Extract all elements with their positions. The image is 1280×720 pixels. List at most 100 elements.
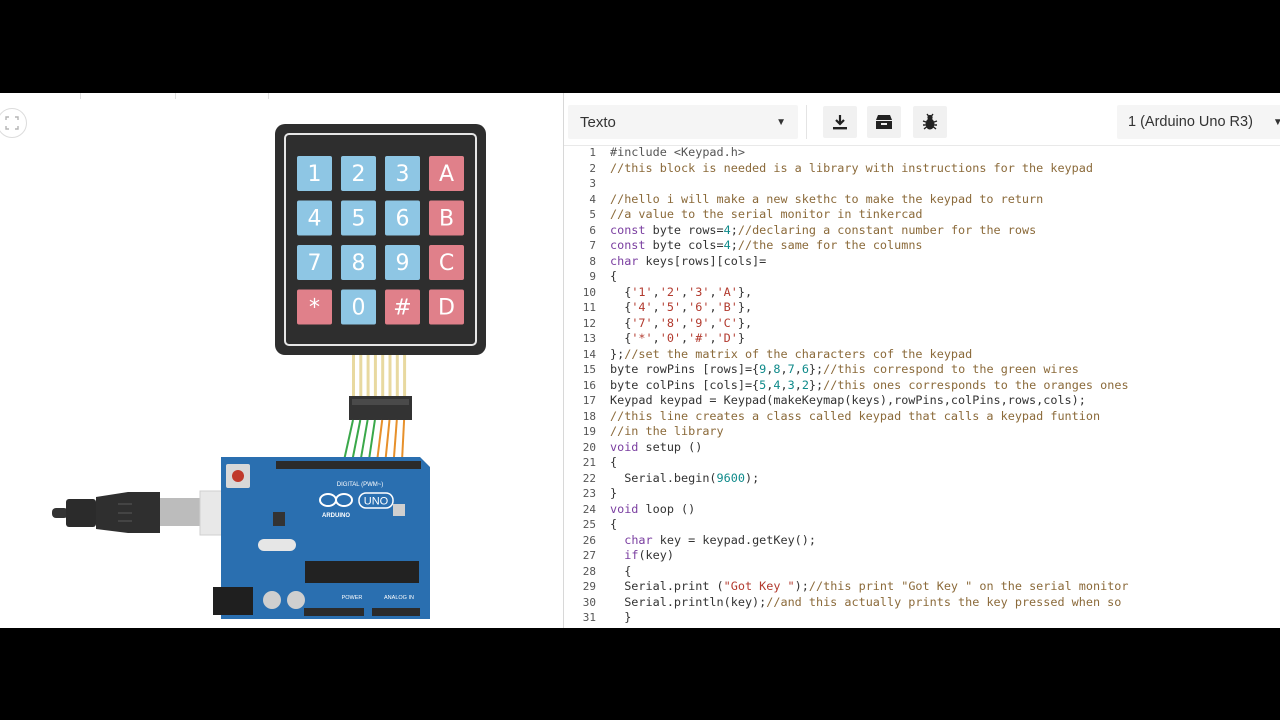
debugger-button[interactable] xyxy=(913,106,947,138)
code-text: byte rowPins [rows]={9,8,7,6};//this cor… xyxy=(610,362,1079,376)
line-number: 27 xyxy=(582,549,596,562)
fit-view-icon xyxy=(5,116,19,130)
code-line[interactable]: 13 {'*','0','#','D'} xyxy=(564,331,1280,347)
code-text: { xyxy=(610,455,618,469)
code-text: const byte cols=4;//the same for the col… xyxy=(610,238,923,252)
line-number: 21 xyxy=(582,456,596,469)
keypad-key[interactable]: 7 xyxy=(297,245,332,280)
keypad-key-label: 6 xyxy=(396,207,410,232)
code-line[interactable]: 18//this line creates a class called key… xyxy=(564,409,1280,425)
code-text: {'*','0','#','D'} xyxy=(610,331,745,345)
code-text: {'1','2','3','A'}, xyxy=(610,284,753,299)
svg-text:POWER: POWER xyxy=(342,595,363,601)
code-line[interactable]: 22 Serial.begin(9600); xyxy=(564,471,1280,487)
keypad-key[interactable]: 9 xyxy=(385,245,420,280)
keypad-key-label: 2 xyxy=(352,162,366,187)
download-icon xyxy=(833,115,847,130)
keypad-key[interactable]: 6 xyxy=(385,200,420,236)
code-line[interactable]: 10 {'1','2','3','A'}, xyxy=(564,285,1280,301)
keypad-key-label: C xyxy=(439,251,454,276)
keypad-key-label: 7 xyxy=(308,251,322,276)
code-line[interactable]: 23} xyxy=(564,486,1280,502)
code-text: if(key) xyxy=(624,548,674,562)
code-line[interactable]: 2//this block is needed is a library wit… xyxy=(564,161,1280,177)
keypad-key[interactable]: 8 xyxy=(341,245,376,280)
keypad-key-label: 9 xyxy=(396,251,410,276)
keypad-ribbon xyxy=(352,355,407,397)
zoom-to-fit-button[interactable] xyxy=(0,108,27,138)
code-line[interactable]: 11 {'4','5','6','B'}, xyxy=(564,300,1280,316)
line-number: 12 xyxy=(582,316,596,330)
code-line[interactable]: 1#include <Keypad.h> xyxy=(564,146,1280,161)
keypad-key[interactable]: C xyxy=(429,245,464,280)
svg-text:DIGITAL (PWM~): DIGITAL (PWM~) xyxy=(337,482,384,488)
code-line[interactable]: 26 char key = keypad.getKey(); xyxy=(564,533,1280,549)
keypad-key-label: * xyxy=(309,296,320,321)
code-line[interactable]: 3 xyxy=(564,176,1280,192)
usb-cable[interactable] xyxy=(52,490,245,536)
arduino-uno-board[interactable]: DIGITAL (PWM~) UNO ARDUINO POWE xyxy=(213,457,430,619)
keypad-key[interactable]: 3 xyxy=(385,156,420,191)
line-number: 5 xyxy=(589,208,596,221)
line-number: 16 xyxy=(582,378,596,392)
code-text: Serial.println(key);//and this actually … xyxy=(610,594,1122,609)
code-line[interactable]: 31 } xyxy=(564,610,1280,626)
keypad-key[interactable]: D xyxy=(429,289,464,325)
code-line[interactable]: 21 { xyxy=(564,455,1280,471)
keypad-key[interactable]: # xyxy=(385,289,420,325)
code-line[interactable]: 14};//set the matrix of the characters c… xyxy=(564,347,1280,363)
code-text-area[interactable]: 1#include <Keypad.h>2//this block is nee… xyxy=(564,145,1280,628)
code-line[interactable]: 29 Serial.print ("Got Key ");//this prin… xyxy=(564,579,1280,595)
keypad-key[interactable]: * xyxy=(297,289,332,325)
code-mode-dropdown[interactable]: Texto ▼ xyxy=(568,105,798,139)
code-line[interactable]: 4//hello i will make a new skethc to mak… xyxy=(564,192,1280,208)
code-line[interactable]: 28 { xyxy=(564,564,1280,580)
device-selector-dropdown[interactable]: 1 (Arduino Uno R3) ▼ xyxy=(1117,105,1280,139)
code-line[interactable]: 25{ xyxy=(564,517,1280,533)
code-text: //this line creates a class called keypa… xyxy=(610,408,1101,423)
keypad-key[interactable]: 4 xyxy=(297,200,332,236)
panel-divider[interactable] xyxy=(563,93,564,628)
keypad-key[interactable]: 2 xyxy=(341,156,376,191)
line-number: 1 xyxy=(589,146,596,159)
code-line[interactable]: 15 byte rowPins [rows]={9,8,7,6};//this c… xyxy=(564,362,1280,378)
keypad-key[interactable]: 1 xyxy=(297,156,332,191)
letterbox-bottom xyxy=(0,628,1280,720)
line-number: 15 xyxy=(582,363,596,376)
keypad-key[interactable]: A xyxy=(429,156,464,191)
code-line[interactable]: 5//a value to the serial monitor in tink… xyxy=(564,207,1280,223)
line-number: 26 xyxy=(582,533,596,547)
code-line[interactable]: 12 {'7','8','9','C'}, xyxy=(564,316,1280,332)
chevron-down-icon: ▼ xyxy=(776,116,786,128)
keypad-key[interactable]: B xyxy=(429,200,464,236)
code-line[interactable]: 9{ xyxy=(564,269,1280,285)
code-text: //this block is needed is a library with… xyxy=(610,160,1093,175)
line-number: 24 xyxy=(582,502,596,516)
line-number: 8 xyxy=(589,254,596,268)
svg-text:UNO: UNO xyxy=(364,496,389,508)
line-number: 29 xyxy=(582,580,596,593)
keypad-key[interactable]: 0 xyxy=(341,289,376,325)
line-number: 28 xyxy=(582,564,596,578)
code-line[interactable]: 27 if(key) xyxy=(564,548,1280,564)
libraries-button[interactable] xyxy=(867,106,901,138)
code-editor-panel: Texto ▼ xyxy=(564,93,1280,628)
code-line[interactable]: 30 Serial.println(key);//and this actual… xyxy=(564,595,1280,611)
keypad-key-label: 5 xyxy=(352,207,366,232)
keypad-key[interactable]: 5 xyxy=(341,200,376,236)
download-code-button[interactable] xyxy=(823,106,857,138)
code-text: {'4','5','6','B'}, xyxy=(610,300,753,314)
ribbon-pin xyxy=(403,355,407,397)
svg-text:ANALOG IN: ANALOG IN xyxy=(384,595,414,601)
line-number: 6 xyxy=(589,223,596,237)
code-line[interactable]: 19//in the library xyxy=(564,424,1280,440)
